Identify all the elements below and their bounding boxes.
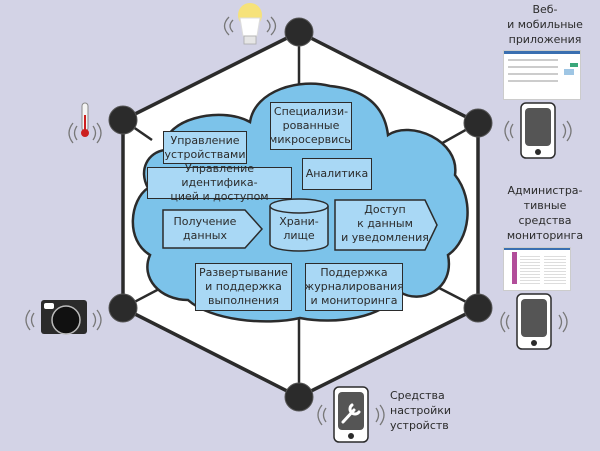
module-analytics: Аналитика xyxy=(302,158,372,190)
module-device-management: Управление устройствами xyxy=(163,131,247,164)
module-specialized-microservices: Специализи- рованные микросервисы xyxy=(269,102,353,150)
camera-icon xyxy=(25,300,102,335)
web-app-screenshot xyxy=(503,50,581,100)
node-top xyxy=(284,17,314,47)
node-top-right xyxy=(463,108,493,138)
data-ingestion-arrow xyxy=(162,209,264,249)
module-data-access-notifications: Доступ к данным и уведомления xyxy=(341,203,429,244)
wrench-icon xyxy=(341,403,361,424)
node-top-left xyxy=(108,105,138,135)
phone-icon-admin xyxy=(500,293,568,350)
label-web-mobile-apps: Веб- и мобильные приложения xyxy=(507,3,583,46)
node-bottom-left xyxy=(108,293,138,323)
phone-icon-config xyxy=(317,386,385,443)
module-data-ingestion: Получение данных xyxy=(173,215,237,242)
hexagon-nodes xyxy=(108,17,493,412)
storage-cylinder xyxy=(269,198,329,252)
module-storage: Храни- лище xyxy=(279,215,319,242)
module-identity-access: Управление идентифика- цией и доступом xyxy=(147,162,292,203)
admin-console-screenshot xyxy=(503,247,571,291)
node-bottom xyxy=(284,382,314,412)
phone-icon-web xyxy=(504,102,572,159)
label-admin-monitoring: Администра- тивные средства мониторинга xyxy=(506,184,584,242)
light-bulb-icon xyxy=(223,3,277,45)
data-access-arrow xyxy=(334,199,438,251)
label-device-config-tools: Средства настройки устройств xyxy=(390,389,452,432)
module-logging-monitoring: Поддержка журналирования и мониторинга xyxy=(304,263,404,311)
module-deployment-runtime: Развертывание и поддержка выполнения xyxy=(195,263,292,311)
thermometer-icon xyxy=(68,102,102,144)
node-bottom-right xyxy=(463,293,493,323)
